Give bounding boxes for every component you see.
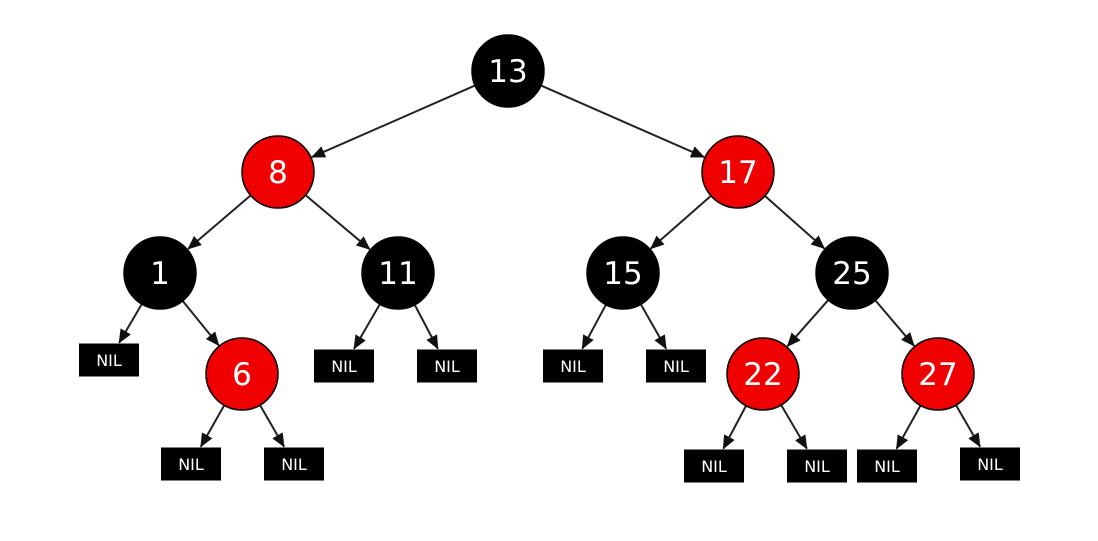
tree-node-8: 8: [241, 135, 315, 209]
tree-node-13: 13: [471, 34, 545, 108]
tree-node-6: 6: [205, 337, 279, 411]
edge-n22-to-nil22r: [779, 403, 808, 450]
edge-n22-to-nil22l: [722, 404, 748, 450]
edge-n8-to-n11: [304, 193, 371, 250]
node-label: 17: [718, 155, 757, 191]
nil-label: NIL: [874, 457, 900, 476]
nil-box: [684, 449, 744, 483]
tree-node-1: 1: [123, 236, 197, 310]
edge-n25-to-n27: [873, 298, 915, 347]
nil-leaf-nil11r: NIL: [417, 349, 477, 383]
nil-leaf-nil15r: NIL: [646, 349, 706, 383]
nil-leaf-nil1l: NIL: [79, 343, 139, 377]
node-label: 22: [743, 357, 782, 393]
node-circle-black: [361, 236, 435, 310]
nil-box: [646, 349, 706, 383]
edge-n15-to-nil15r: [639, 302, 667, 350]
node-label: 6: [232, 357, 252, 393]
edge-n13-to-n17: [539, 84, 706, 159]
tree-node-11: 11: [361, 236, 435, 310]
nil-box: [417, 349, 477, 383]
node-label: 1: [150, 256, 170, 292]
nil-leaf-nil22r: NIL: [787, 449, 847, 483]
node-label: 13: [488, 54, 527, 90]
nil-box: [79, 343, 139, 377]
nil-box: [264, 447, 324, 481]
node-circle-red: [701, 135, 775, 209]
nil-box: [960, 447, 1020, 481]
node-circle-red: [901, 337, 975, 411]
nil-label: NIL: [331, 357, 357, 376]
node-circle-black: [815, 236, 889, 310]
edge-n17-to-n25: [763, 194, 826, 250]
tree-node-22: 22: [726, 337, 800, 411]
edge-n25-to-n22: [786, 298, 830, 347]
node-circle-red: [726, 337, 800, 411]
nil-label: NIL: [96, 351, 122, 370]
node-circle-red: [241, 135, 315, 209]
tree-node-27: 27: [901, 337, 975, 411]
edges-layer: [118, 84, 981, 450]
node-label: 15: [603, 256, 642, 292]
edge-n11-to-nil11r: [413, 303, 439, 350]
edge-n1-to-nil1l: [118, 302, 144, 344]
nil-label: NIL: [804, 457, 830, 476]
node-label: 8: [268, 155, 288, 191]
node-circle-black: [123, 236, 197, 310]
edge-n15-to-nil15l: [581, 303, 608, 350]
node-circle-red: [205, 337, 279, 411]
tree-node-15: 15: [586, 236, 660, 310]
nil-leaf-nil22l: NIL: [684, 449, 744, 483]
nil-label: NIL: [434, 357, 460, 376]
node-label: 11: [378, 256, 417, 292]
nil-label: NIL: [663, 357, 689, 376]
nil-box: [314, 349, 374, 383]
node-label: 25: [832, 256, 871, 292]
edge-n11-to-nil11l: [353, 302, 382, 350]
nil-label: NIL: [178, 455, 204, 474]
edge-n27-to-nil27l: [895, 404, 922, 450]
nil-leaf-nil27l: NIL: [857, 449, 917, 483]
node-label: 27: [918, 357, 957, 393]
nil-label: NIL: [977, 455, 1003, 474]
nil-label: NIL: [701, 457, 727, 476]
nil-box: [543, 349, 603, 383]
edge-n8-to-n1: [187, 194, 253, 250]
nil-label: NIL: [560, 357, 586, 376]
nil-leaf-nil27r: NIL: [960, 447, 1020, 481]
node-circle-black: [586, 236, 660, 310]
edge-n6-to-nil6l: [199, 404, 226, 448]
nil-leaf-nil6l: NIL: [161, 447, 221, 481]
tree-node-25: 25: [815, 236, 889, 310]
nil-box: [787, 449, 847, 483]
nil-leaf-nil11l: NIL: [314, 349, 374, 383]
node-circle-black: [471, 34, 545, 108]
edge-n17-to-n15: [650, 194, 713, 250]
nil-label: NIL: [281, 455, 307, 474]
edge-n1-to-n6: [181, 299, 220, 347]
nil-leaf-nil15l: NIL: [543, 349, 603, 383]
edge-n13-to-n8: [310, 84, 477, 159]
edge-n6-to-nil6r: [258, 403, 285, 448]
edge-n27-to-nil27r: [954, 403, 981, 448]
nil-box: [161, 447, 221, 481]
tree-node-17: 17: [701, 135, 775, 209]
nil-leaf-nil6r: NIL: [264, 447, 324, 481]
nil-box: [857, 449, 917, 483]
